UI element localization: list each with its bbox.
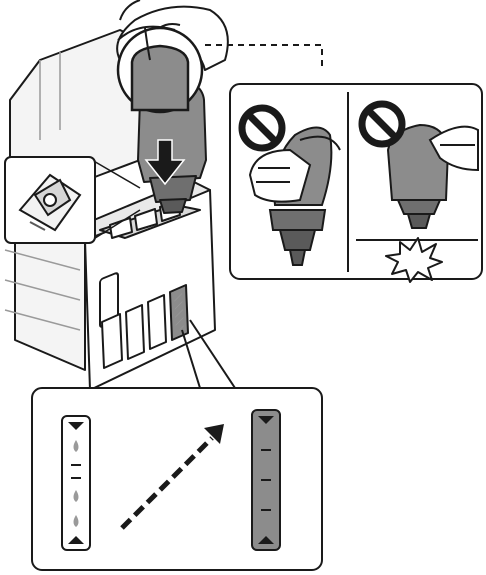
impact-burst-icon <box>385 237 443 283</box>
down-arrow-icon <box>144 139 186 186</box>
prohibition-icon <box>238 104 286 152</box>
empty-tank-gauge <box>61 415 91 551</box>
no-squeeze-illustration <box>248 126 341 266</box>
prohibition-icon <box>358 100 406 148</box>
warning-panel <box>229 83 483 283</box>
bottle-detail-circle <box>116 25 204 114</box>
full-tank-gauge <box>251 409 281 551</box>
tank-level-panel <box>31 319 323 571</box>
port-detail-callout <box>4 156 141 244</box>
ink-drop-icon <box>73 440 79 527</box>
dashed-leader-line <box>205 44 323 70</box>
no-drop-illustration <box>356 123 479 241</box>
dashed-arrow-icon <box>120 436 214 530</box>
